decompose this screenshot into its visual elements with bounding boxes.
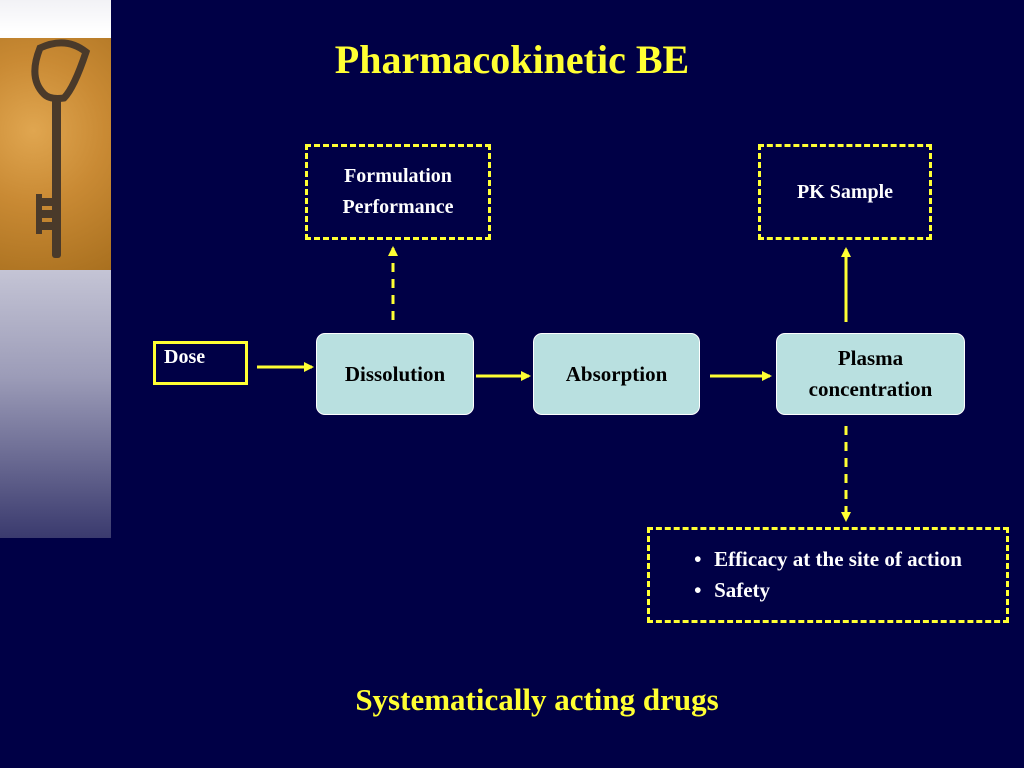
footer-caption: Systematically acting drugs	[355, 682, 719, 717]
outcomes-box: Efficacy at the site of action Safety	[647, 527, 1009, 623]
dissolution-node: Dissolution	[316, 333, 474, 415]
key-icon	[31, 39, 91, 258]
plasma-label-line2: concentration	[808, 377, 933, 401]
key-image	[0, 38, 111, 270]
dose-label: Dose	[164, 346, 206, 368]
absorption-label: Absorption	[565, 361, 668, 386]
pk-sample-label: PK Sample	[796, 180, 894, 203]
formulation-label-line2: Performance	[342, 196, 454, 218]
outcome-item: Efficacy at the site of action	[694, 544, 962, 575]
pk-sample-box: PK Sample	[758, 144, 932, 240]
outcome-item: Safety	[694, 575, 962, 606]
slide-title: Pharmacokinetic BE	[334, 37, 690, 82]
dose-box: Dose	[153, 341, 248, 385]
plasma-label-line1: Plasma	[837, 346, 904, 370]
outcomes-list: Efficacy at the site of action Safety	[694, 544, 962, 606]
plasma-concentration-node: Plasma concentration	[776, 333, 965, 415]
formulation-performance-box: Formulation Performance	[305, 144, 491, 240]
formulation-label-line1: Formulation	[344, 165, 452, 187]
absorption-node: Absorption	[533, 333, 700, 415]
dissolution-label: Dissolution	[344, 361, 446, 386]
